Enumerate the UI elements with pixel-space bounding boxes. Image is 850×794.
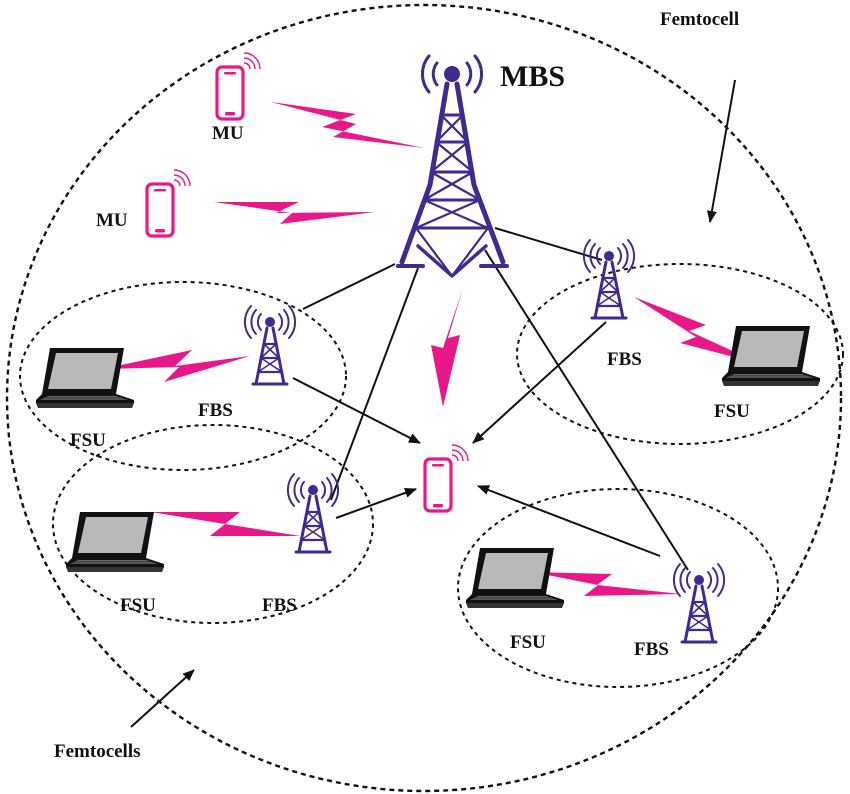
lightning-signal-icon — [271, 102, 424, 148]
smartphone-icon — [215, 51, 262, 121]
lightning-signal-icon — [431, 288, 463, 407]
backhaul-link-left-top — [302, 263, 396, 310]
lightning-signal-icon — [214, 202, 375, 224]
laptop-icon — [721, 325, 821, 387]
fbs-left-top-label: FBS — [198, 400, 233, 421]
lightning-signal-icon — [102, 350, 250, 382]
smartphone-icon — [145, 168, 192, 238]
femtocell-right-bottom — [457, 488, 779, 688]
lightning-signal-icon — [151, 512, 300, 536]
femtocell-label: Femtocell — [660, 9, 739, 30]
macro-tower-icon — [396, 54, 509, 278]
mu-mid-label: MU — [96, 210, 128, 231]
femtocell-left-top — [19, 281, 347, 471]
fbs-right-bottom-label: FBS — [634, 639, 669, 660]
backhaul-link-right-bottom — [484, 249, 689, 571]
femto-tower-icon — [672, 562, 726, 644]
lightning-signal-icon — [532, 572, 681, 596]
femtocell-right-top — [516, 263, 844, 445]
mu-top-label: MU — [212, 123, 244, 144]
fbs-right-top-label: FBS — [607, 349, 642, 370]
femto-tower-icon — [286, 472, 340, 554]
macrocell-boundary — [5, 3, 843, 793]
interference-arrow-left-bottom — [335, 488, 417, 519]
laptop-icon — [65, 511, 165, 573]
interference-arrow-right-top — [472, 321, 607, 444]
lightning-signal-icon — [634, 297, 761, 364]
interference-arrow-right-bottom — [477, 485, 661, 557]
femtocell-left-bottom — [52, 424, 374, 624]
mbs-label: MBS — [500, 60, 565, 93]
laptop-icon — [35, 347, 135, 409]
backhaul-link-left-bottom — [330, 267, 419, 501]
femto-tower-icon — [582, 238, 636, 320]
femtocells-label: Femtocells — [54, 741, 141, 762]
femtocells-pointer-arrow — [130, 669, 195, 728]
fsu-left-top-label: FSU — [70, 430, 106, 451]
fsu-left-bottom-label: FSU — [120, 595, 156, 616]
smartphone-icon — [423, 443, 470, 513]
interference-arrow-left-top — [292, 377, 421, 444]
femtocell-pointer-arrow — [706, 79, 736, 223]
femto-tower-icon — [243, 304, 297, 386]
fsu-right-top-label: FSU — [714, 401, 750, 422]
fsu-right-bottom-label: FSU — [510, 632, 546, 653]
fbs-left-bottom-label: FBS — [262, 595, 297, 616]
laptop-icon — [465, 547, 565, 609]
